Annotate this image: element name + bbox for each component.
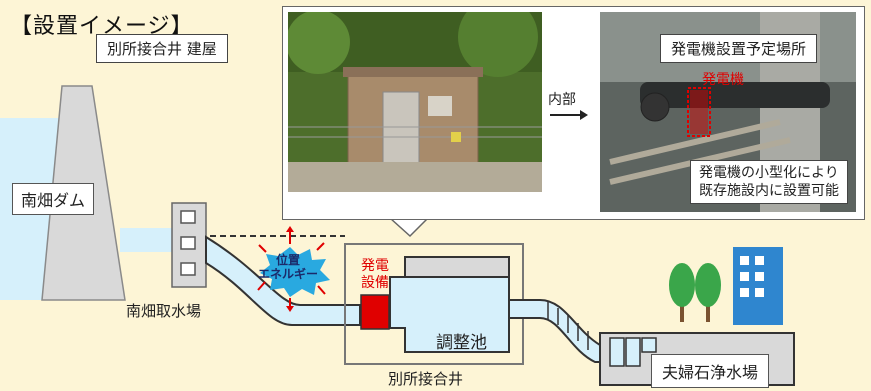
plant-tank (609, 337, 625, 367)
callout-tail (388, 217, 430, 238)
intake-window (180, 210, 196, 224)
tree-trunk (680, 296, 684, 322)
plant-tank (625, 337, 641, 367)
energy-arrow (258, 244, 267, 253)
intake-label: 南畑取水場 (126, 302, 202, 320)
treatment-plant-label: 夫婦石浄水場 (651, 354, 770, 388)
regulating-pond-top (404, 256, 510, 278)
plant-tank (641, 337, 657, 353)
equipment-photo-caption: 発電機設置予定場所 (660, 34, 818, 63)
building-window (755, 272, 764, 281)
building-window (740, 256, 749, 265)
building-window (740, 288, 749, 297)
regulating-pond-water (389, 276, 510, 353)
intake-window (180, 262, 196, 276)
energy-label-line: エネルギー (258, 267, 319, 281)
tree-icon (695, 263, 721, 307)
intake-window (180, 236, 196, 250)
inside-label: 内部 (548, 92, 576, 108)
generator-label-line: 発電 (361, 258, 389, 274)
energy-label: 位置 エネルギー (258, 253, 318, 281)
dam-label: 南畑ダム (12, 183, 95, 215)
inside-arrow-icon (550, 110, 588, 120)
generator-label: 発電 設備 (361, 258, 389, 292)
dam-outflow-water (120, 228, 175, 252)
building-window (740, 272, 749, 281)
pond-label: 調整池 (436, 333, 487, 353)
connection-well-label: 別所接合井 (388, 370, 464, 388)
generator-box (360, 294, 390, 330)
generator-photo-label: 発電機 (702, 72, 744, 88)
energy-burst (260, 247, 330, 297)
energy-arrowhead (286, 306, 294, 312)
note-line: 発電機の小型化により (699, 165, 839, 181)
energy-label-line: 位置 (276, 253, 301, 267)
building-window (755, 288, 764, 297)
tree-trunk (706, 296, 710, 322)
note-box: 発電機の小型化により 既存施設内に設置可能 (690, 160, 848, 204)
energy-arrow (317, 285, 326, 295)
building-photo-caption: 別所接合井 建屋 (96, 34, 228, 63)
energy-arrow (257, 281, 266, 291)
energy-arrowhead (286, 226, 294, 232)
building-photo (288, 12, 542, 192)
building-window (755, 256, 764, 265)
tree-icon (669, 263, 695, 307)
energy-arrow (316, 242, 325, 251)
generator-label-line: 設備 (361, 275, 389, 291)
note-line: 既存施設内に設置可能 (699, 183, 839, 199)
